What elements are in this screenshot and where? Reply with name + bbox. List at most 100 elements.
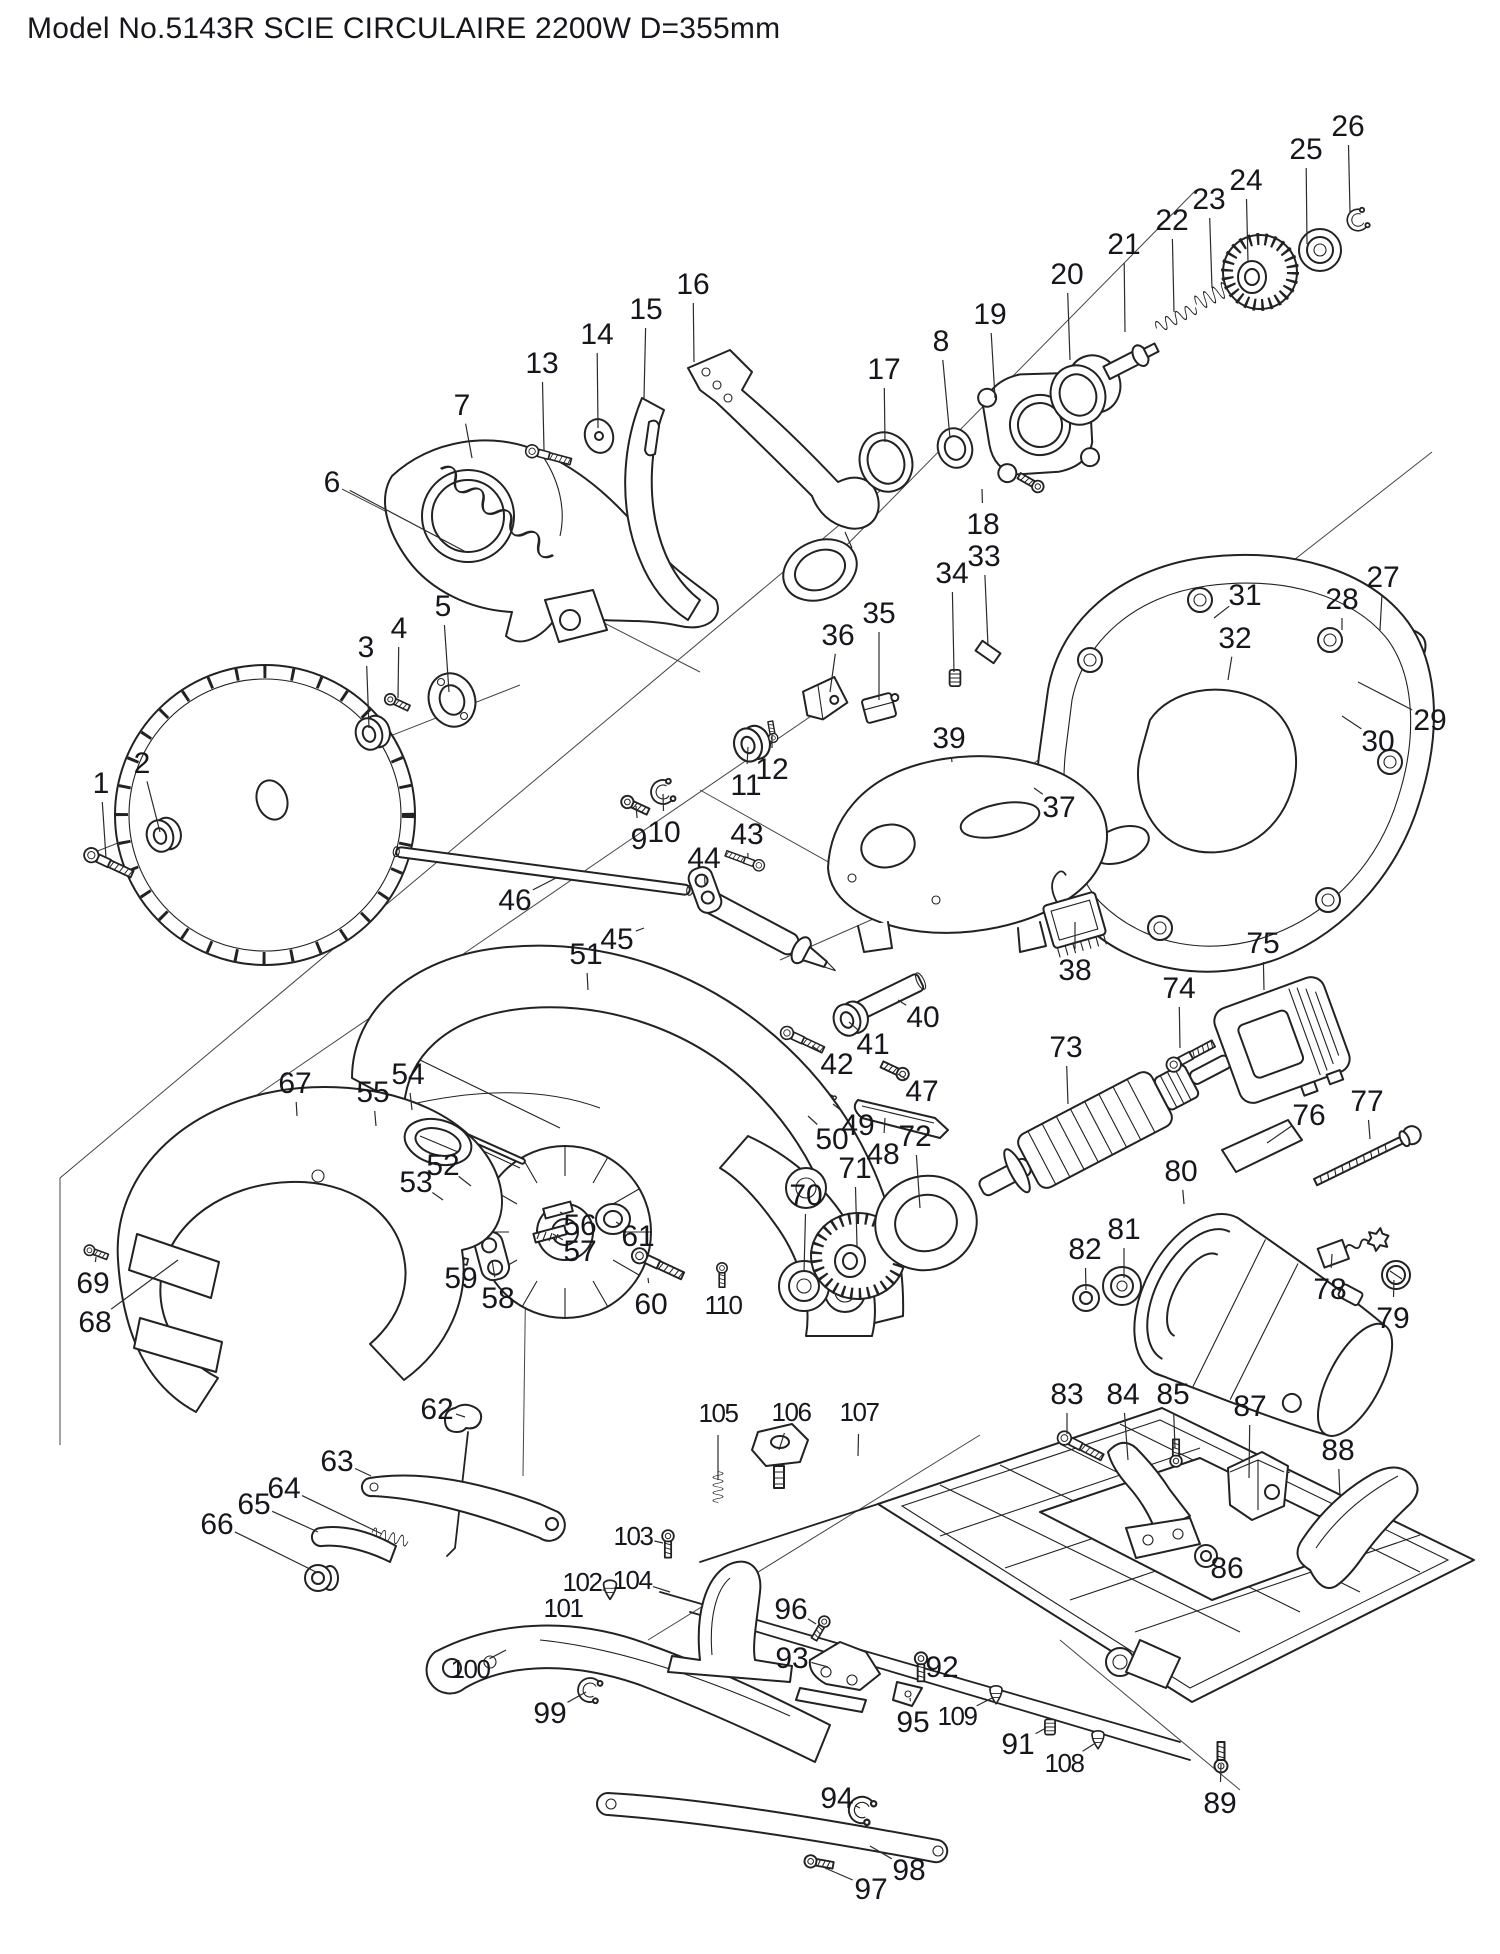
part-label-18: 18: [966, 508, 999, 541]
screw-110: [715, 1262, 729, 1288]
part-label-72: 72: [898, 1120, 931, 1153]
part-label-43: 43: [730, 818, 763, 851]
spring-91: [1044, 1718, 1056, 1736]
leader-line-27: [1379, 595, 1383, 631]
part-label-101: 101: [544, 1593, 584, 1623]
part-label-10: 10: [647, 816, 680, 849]
leader-line-45: [635, 927, 645, 932]
part-label-57: 57: [563, 1235, 596, 1268]
o-ring-17: [858, 431, 914, 493]
part-label-59: 59: [444, 1262, 477, 1295]
part-label-96: 96: [774, 1593, 807, 1626]
part-label-12: 12: [755, 753, 788, 786]
leader-line-19: [990, 332, 996, 399]
part-label-25: 25: [1289, 133, 1322, 166]
leader-line-62: [455, 1413, 466, 1418]
leader-line-75: [1262, 961, 1265, 991]
part-label-66: 66: [200, 1508, 233, 1541]
part-label-76: 76: [1292, 1099, 1325, 1132]
field-75: [1213, 976, 1351, 1104]
part-label-46: 46: [498, 884, 531, 917]
part-label-30: 30: [1361, 725, 1394, 758]
wedge-95: [892, 1681, 923, 1707]
part-label-110: 110: [705, 1290, 743, 1320]
leader-line-89: [1219, 1763, 1222, 1783]
leader-line-26: [1347, 144, 1351, 213]
leader-line-66: [234, 1531, 317, 1573]
leader-line-51: [586, 972, 589, 991]
plate-72: [874, 1174, 978, 1272]
leader-line-16: [692, 302, 695, 363]
part-label-94: 94: [820, 1782, 853, 1815]
part-label-102: 102: [563, 1567, 603, 1597]
part-label-67: 67: [278, 1067, 311, 1100]
cord-guard-44: [687, 866, 723, 914]
part-label-44: 44: [687, 842, 720, 875]
part-label-16: 16: [676, 268, 709, 301]
leader-line-55: [374, 1110, 377, 1127]
leader-line-84: [1123, 1412, 1129, 1461]
leader-line-94: [854, 1805, 861, 1809]
part-label-53: 53: [399, 1166, 432, 1199]
leader-line-40: [897, 999, 907, 1006]
spring-22: [1153, 302, 1199, 334]
leader-line-15: [643, 327, 647, 399]
terminal-block-38: [1042, 870, 1107, 958]
leader-line-109: [976, 1697, 993, 1707]
leader-line-29: [1357, 681, 1413, 711]
armature-73: [978, 1049, 1245, 1197]
rod-46: [392, 846, 694, 896]
e-ring-99: [574, 1674, 605, 1706]
part-label-64: 64: [267, 1472, 300, 1505]
part-label-77: 77: [1350, 1085, 1383, 1118]
part-label-9: 9: [631, 823, 648, 856]
bushing-66: [304, 1564, 339, 1592]
part-label-107: 107: [840, 1397, 880, 1427]
leader-line-24: [1245, 198, 1249, 263]
part-label-8: 8: [933, 325, 950, 358]
page-title: Model No.5143R SCIE CIRCULAIRE 2200W D=3…: [27, 12, 781, 45]
part-label-48: 48: [866, 1138, 899, 1171]
screw-103: [661, 1529, 675, 1559]
part-label-11: 11: [730, 769, 761, 802]
part-label-47: 47: [905, 1075, 938, 1108]
part-label-62: 62: [420, 1393, 453, 1426]
part-label-95: 95: [896, 1706, 929, 1739]
leader-line-60: [647, 1277, 650, 1284]
part-label-5: 5: [435, 590, 452, 623]
part-label-61: 61: [621, 1220, 654, 1253]
part-label-15: 15: [629, 293, 662, 326]
part-label-99: 99: [533, 1697, 566, 1730]
leader-line-103: [654, 1540, 664, 1544]
part-label-83: 83: [1050, 1378, 1083, 1411]
leader-line-70: [803, 1213, 807, 1273]
long-bolt-77: [1313, 1125, 1422, 1187]
leader-line-82: [1084, 1267, 1087, 1291]
part-label-14: 14: [580, 318, 613, 351]
part-label-36: 36: [821, 619, 854, 652]
part-label-13: 13: [525, 347, 558, 380]
leader-line-88: [1338, 1468, 1341, 1499]
part-label-60: 60: [634, 1288, 667, 1321]
part-label-87: 87: [1233, 1390, 1266, 1423]
part-label-39: 39: [932, 722, 965, 755]
part-label-49: 49: [841, 1109, 874, 1142]
leader-line-64: [301, 1495, 383, 1535]
part-label-38: 38: [1058, 954, 1091, 987]
part-label-34: 34: [935, 557, 968, 590]
leader-line-20: [1067, 292, 1071, 361]
leader-line-106: [778, 1432, 785, 1451]
leader-line-72: [915, 1154, 921, 1209]
part-label-86: 86: [1210, 1552, 1243, 1585]
point-screw-108: [1091, 1730, 1105, 1750]
saw-blade: [114, 664, 416, 966]
leader-lines: [94, 144, 1413, 1881]
stand-104: [667, 1560, 793, 1683]
leader-line-3: [366, 665, 370, 729]
leader-line-25: [1305, 167, 1308, 245]
part-label-97: 97: [854, 1873, 887, 1906]
leader-line-77: [1367, 1119, 1371, 1140]
